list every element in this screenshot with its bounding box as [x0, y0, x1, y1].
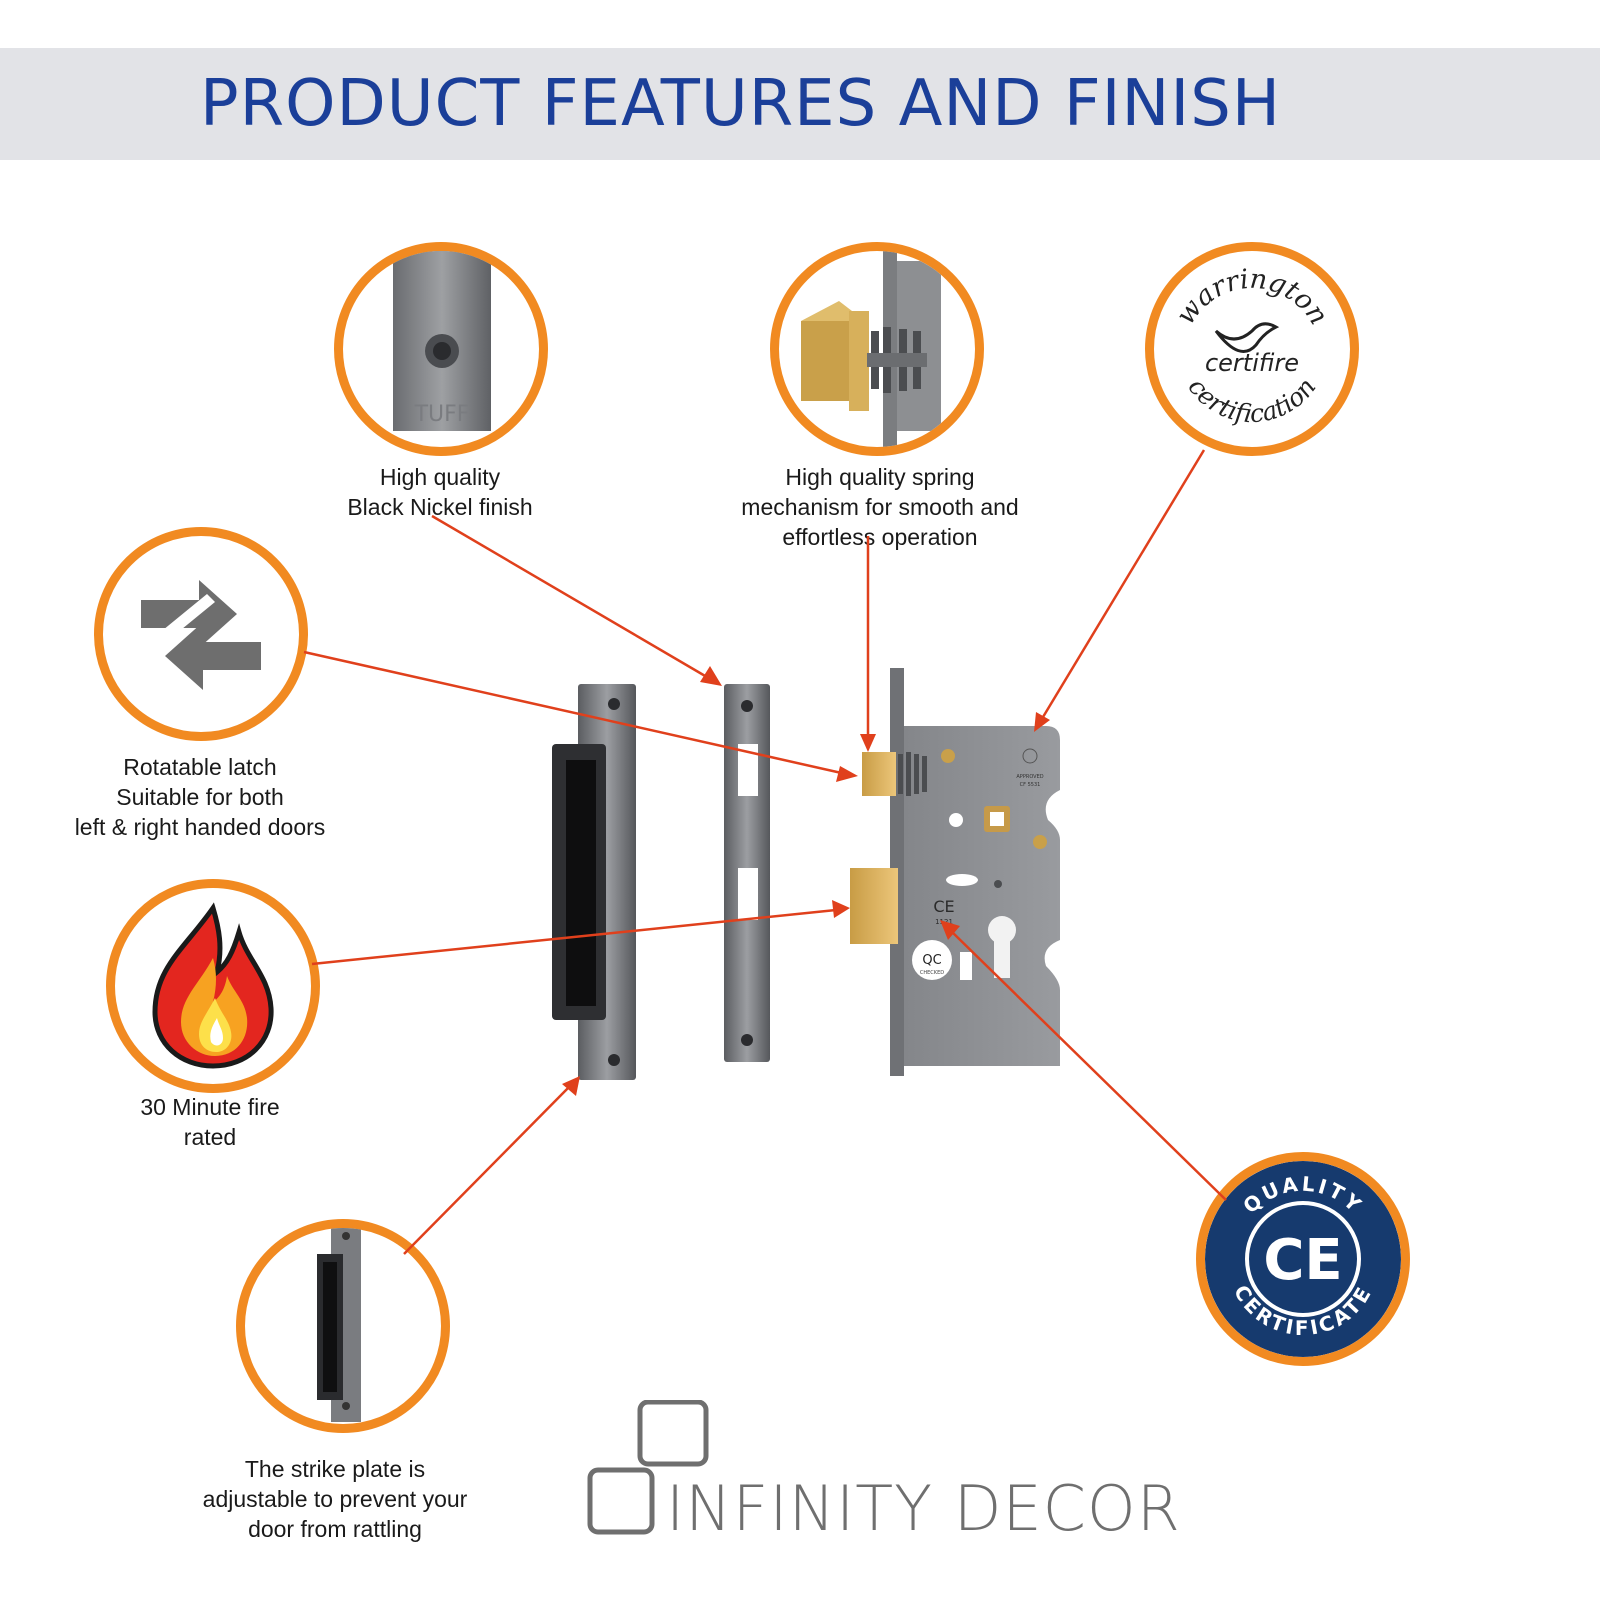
warrington-certifire-badge: warrington certifire certification [1145, 242, 1359, 456]
fire-feature-circle [106, 879, 320, 1093]
plate-stamp: TUFF [414, 402, 470, 427]
spring-caption: High quality spring mechanism for smooth… [741, 464, 1019, 550]
fire-icon [152, 902, 274, 1069]
strike-caption: The strike plate is adjustable to preven… [202, 1456, 468, 1542]
case-approved: APPROVED [1016, 774, 1043, 780]
rotate-arrows-icon [141, 580, 261, 690]
finish-plate-image: TUFF [393, 251, 491, 431]
arrow-fire [311, 908, 837, 966]
latch-feature-circle [94, 527, 308, 741]
fire-caption: 30 Minute fire rated [140, 1094, 280, 1150]
ce-mark-icon: CE [1263, 1228, 1342, 1293]
strike-plate-image [317, 1228, 361, 1422]
arrow-finish [431, 514, 713, 682]
infinity-decor-logo: INFINITY DECOR [586, 1400, 1180, 1550]
arrow-certifire [1038, 449, 1206, 723]
logo-text: INFINITY DECOR [666, 1472, 1181, 1545]
arrow-latch [303, 650, 847, 776]
arrow-strike [403, 1083, 573, 1255]
certifire-swoosh-icon [1214, 322, 1280, 353]
logo-mark-icon [587, 1400, 709, 1535]
qc-sub: CHECKED [920, 970, 944, 976]
finish-caption: High quality Black Nickel finish [347, 464, 533, 520]
title-banner: PRODUCT FEATURES AND FINISH [0, 48, 1600, 160]
page-title: PRODUCT FEATURES AND FINISH [200, 67, 1282, 141]
case-ce-mark: CE [933, 897, 954, 916]
spring-feature-circle [770, 242, 984, 456]
spring-mechanism-image [801, 251, 941, 447]
certifire-text: certifire [1205, 349, 1299, 377]
strike-plate [552, 684, 636, 1080]
ce-quality-badge: QUALITY CE CERTIFICATE [1196, 1152, 1410, 1366]
arrow-ce [949, 929, 1227, 1201]
callout-arrows [303, 449, 1227, 1255]
forend-plate [724, 684, 770, 1062]
qc-sticker: QC [922, 953, 941, 968]
latch-caption: Rotatable latch Suitable for both left &… [74, 754, 326, 840]
lock-case: QC CHECKED CE 1121 APPROVED CF 5531 [850, 668, 1060, 1076]
strike-plate-feature-circle [236, 1219, 450, 1433]
finish-feature-circle: TUFF [334, 242, 548, 456]
case-code: CF 5531 [1020, 782, 1041, 788]
